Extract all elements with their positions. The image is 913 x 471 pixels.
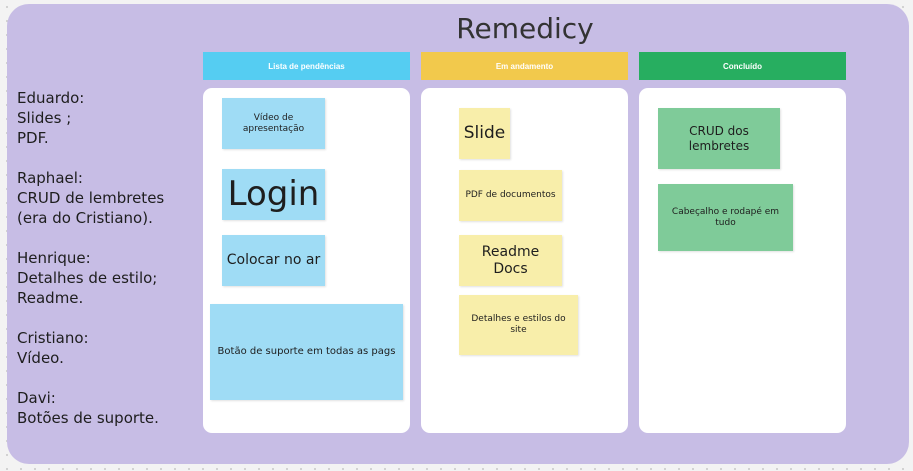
sticky-note[interactable]: Colocar no ar [222,235,325,286]
sticky-note[interactable]: Detalhes e estilos do site [459,295,578,355]
note-cristiano: Cristiano: Vídeo. [17,328,197,368]
board-title[interactable]: Remedicy [456,12,594,45]
assignment-notes[interactable]: Eduardo: Slides ; PDF. Raphael: CRUD de … [17,88,197,448]
note-line: Raphael: [17,169,83,187]
note-eduardo: Eduardo: Slides ; PDF. [17,88,197,148]
note-line: PDF. [17,129,49,147]
note-line: (era do Cristiano). [17,209,153,227]
sticky-note[interactable]: Botão de suporte em todas as pags [210,304,403,400]
column-header-in-progress[interactable]: Em andamento [421,52,628,80]
note-raphael: Raphael: CRUD de lembretes (era do Crist… [17,168,197,228]
note-henrique: Henrique: Detalhes de estilo; Readme. [17,248,197,308]
sticky-note[interactable]: Readme Docs [459,235,562,286]
note-line: Botões de suporte. [17,409,159,427]
sticky-note[interactable]: Cabeçalho e rodapé em tudo [658,184,793,251]
column-panel-in-progress: Slide PDF de documentos Readme Docs Deta… [421,88,628,433]
column-panel-done: CRUD dos lembretes Cabeçalho e rodapé em… [639,88,846,433]
sticky-note[interactable]: Login [222,169,325,220]
note-line: Cristiano: [17,329,89,347]
sticky-note[interactable]: Vídeo de apresentação [222,98,325,149]
column-panel-pending: Vídeo de apresentação Login Colocar no a… [203,88,410,433]
sticky-note[interactable]: Slide [459,108,510,159]
column-header-pending[interactable]: Lista de pendências [203,52,410,80]
note-line: Detalhes de estilo; [17,269,158,287]
note-line: Readme. [17,289,84,307]
note-line: CRUD de lembretes [17,189,165,207]
sticky-note[interactable]: CRUD dos lembretes [658,108,780,169]
note-line: Henrique: [17,249,91,267]
sticky-note[interactable]: PDF de documentos [459,170,562,221]
note-line: Slides ; [17,109,72,127]
column-header-done[interactable]: Concluído [639,52,846,80]
note-line: Vídeo. [17,349,64,367]
note-line: Davi: [17,389,56,407]
note-line: Eduardo: [17,89,85,107]
note-davi: Davi: Botões de suporte. [17,388,197,428]
